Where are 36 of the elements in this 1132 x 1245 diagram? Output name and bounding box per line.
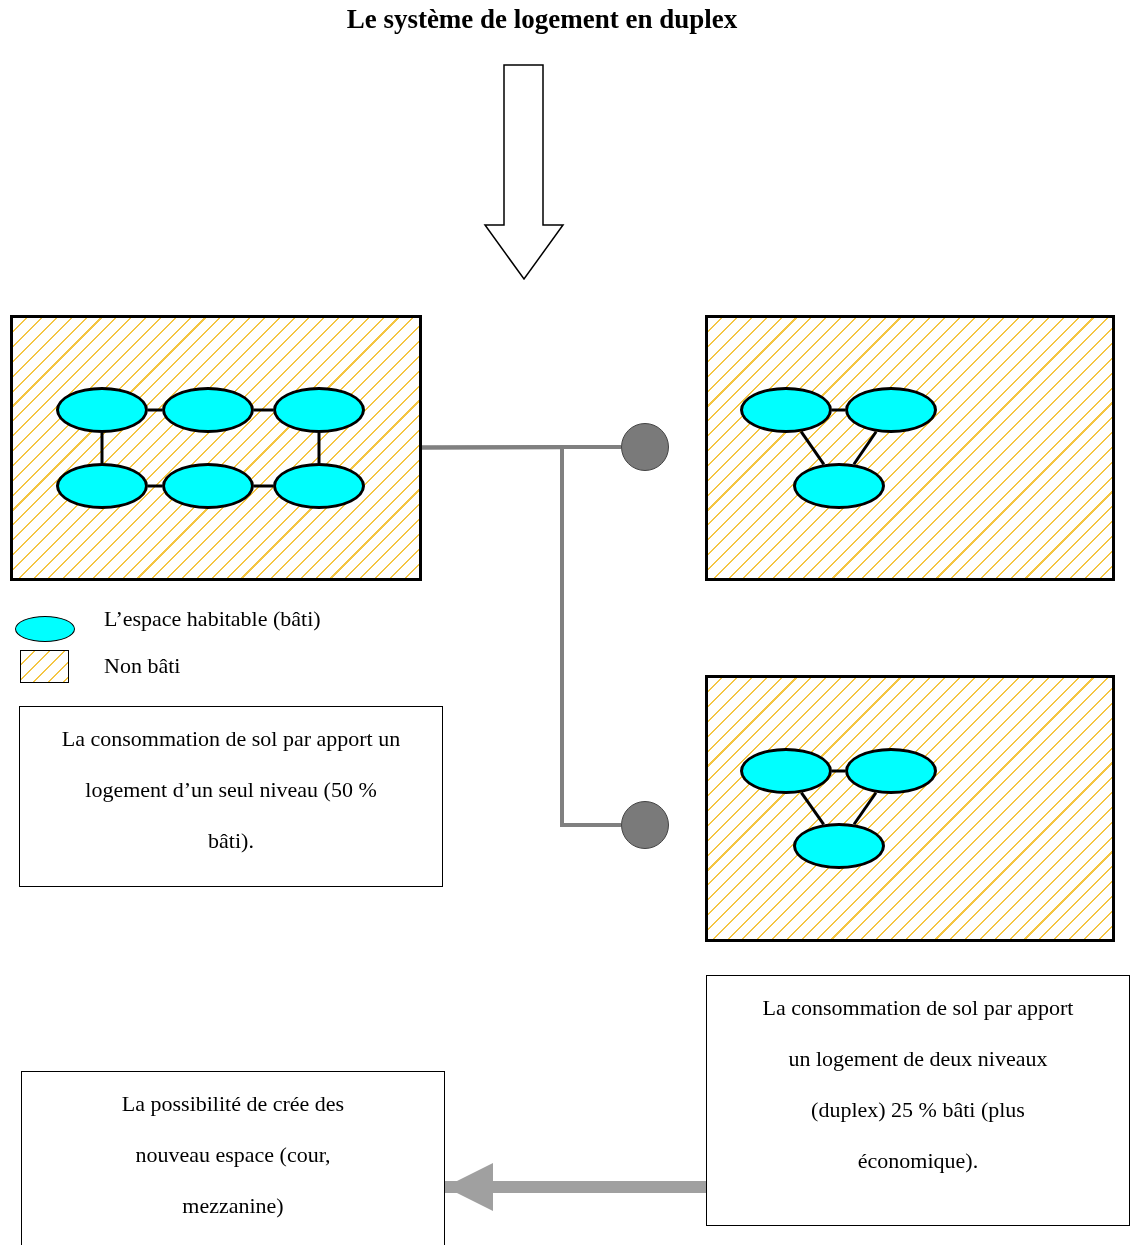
connector-line — [317, 433, 321, 463]
connector-line — [254, 484, 273, 488]
arrow — [445, 1163, 706, 1211]
living-space-ellipse — [162, 463, 254, 509]
connector-line — [100, 433, 104, 463]
connector-dot — [621, 801, 669, 849]
connector-line — [148, 408, 162, 412]
connector-line — [832, 408, 845, 412]
living-space-ellipse — [845, 387, 937, 433]
title: Le système de logement en duplex — [345, 4, 739, 35]
living-space-ellipse — [740, 387, 832, 433]
description-panel: La possibilité de crée des nouveau espace (cour, mezzanine) — [21, 1071, 445, 1245]
hatched-plot — [10, 315, 422, 581]
connector-line — [832, 769, 845, 773]
living-space-ellipse — [793, 463, 885, 509]
legend-label: L’espace habitable (bâti) — [104, 606, 321, 632]
connector-line — [254, 408, 273, 412]
connector-line — [852, 791, 878, 826]
connector-dot — [621, 423, 669, 471]
connector-line — [800, 791, 825, 826]
living-space-ellipse — [56, 387, 148, 433]
description-panel: La consommation de sol par apport un logement d’un seul niveau (50 % bâti). — [19, 706, 443, 887]
living-space-ellipse — [162, 387, 254, 433]
hatched-plot — [705, 675, 1115, 942]
living-space-ellipse — [793, 823, 885, 869]
connector-line — [148, 484, 162, 488]
connector-line — [799, 430, 826, 466]
living-space-ellipse — [740, 748, 832, 794]
living-space-ellipse — [845, 748, 937, 794]
connector-line — [422, 445, 621, 827]
description-panel: La consommation de sol par apport un logement de deux niveaux (duplex) 25 % bâti (plus économique). — [706, 975, 1130, 1226]
living-space-ellipse — [273, 387, 365, 433]
hatched-plot — [705, 315, 1115, 581]
legend-label: Non bâti — [104, 653, 181, 679]
living-space-ellipse — [273, 463, 365, 509]
living-space-ellipse — [56, 463, 148, 509]
